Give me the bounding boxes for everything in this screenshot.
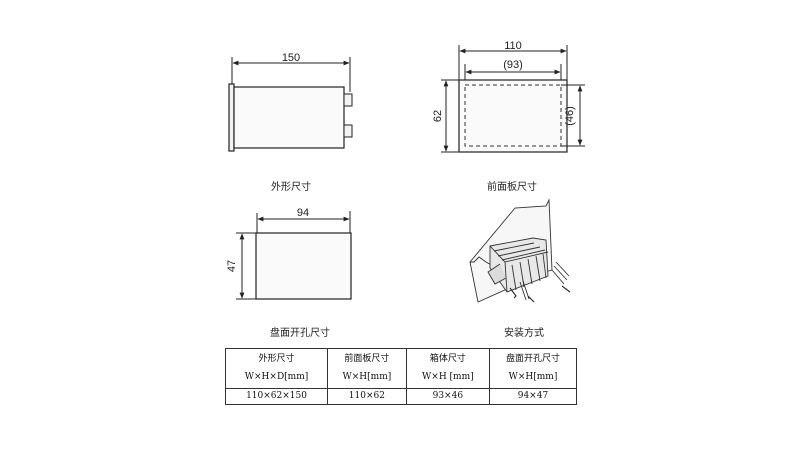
dimensions-table: 外形尺寸 W×H×D[mm] 前面板尺寸 W×H[mm] 箱体尺寸 W×H [m… — [224, 348, 578, 406]
column-unit: W×H [mm] — [422, 372, 474, 383]
outline-caption: 外形尺寸 — [271, 182, 311, 193]
column-title: 前面板尺寸 — [344, 354, 390, 365]
table-header-row: 外形尺寸 W×H×D[mm] 前面板尺寸 W×H[mm] 箱体尺寸 W×H [m… — [224, 348, 578, 389]
cutout-caption: 盘面开孔尺寸 — [270, 328, 330, 339]
installation-drawing — [469, 198, 571, 303]
front-inner-height-label: (46) — [564, 106, 576, 126]
table-header-cell: 盘面开孔尺寸 W×H[mm] — [488, 348, 578, 389]
table-header-cell: 箱体尺寸 W×H [mm] — [405, 348, 490, 389]
front-inner-width-label: (93) — [503, 59, 523, 71]
table-value-cell: 110×62×150 — [224, 387, 329, 406]
column-unit: W×H[mm] — [508, 372, 558, 383]
table-header-cell: 外形尺寸 W×H×D[mm] — [224, 348, 329, 389]
column-unit: W×H×D[mm] — [244, 372, 309, 383]
front-width-label: 110 — [504, 40, 522, 52]
column-unit: W×H[mm] — [342, 372, 392, 383]
column-title: 盘面开孔尺寸 — [505, 354, 560, 365]
outline-width-label: 150 — [282, 52, 300, 64]
front-panel-caption: 前面板尺寸 — [487, 182, 537, 193]
table-value-cell: 93×46 — [405, 387, 490, 406]
front-height-label: 62 — [432, 110, 444, 122]
front-panel-drawing: 110 (93) 62 (46) — [432, 40, 585, 153]
outline-drawing: 150 — [228, 52, 353, 152]
column-title: 箱体尺寸 — [429, 354, 466, 365]
table-value-cell: 110×62 — [327, 387, 407, 406]
table-header-cell: 前面板尺寸 W×H[mm] — [327, 348, 407, 389]
table-value-cell: 94×47 — [488, 387, 578, 406]
column-title: 外形尺寸 — [258, 354, 295, 365]
table-row: 110×62×150 110×62 93×46 94×47 — [224, 387, 578, 406]
cutout-drawing: 94 47 — [226, 207, 352, 300]
cutout-width-label: 94 — [297, 207, 309, 219]
installation-caption: 安装方式 — [504, 328, 544, 339]
cutout-height-label: 47 — [226, 260, 238, 272]
